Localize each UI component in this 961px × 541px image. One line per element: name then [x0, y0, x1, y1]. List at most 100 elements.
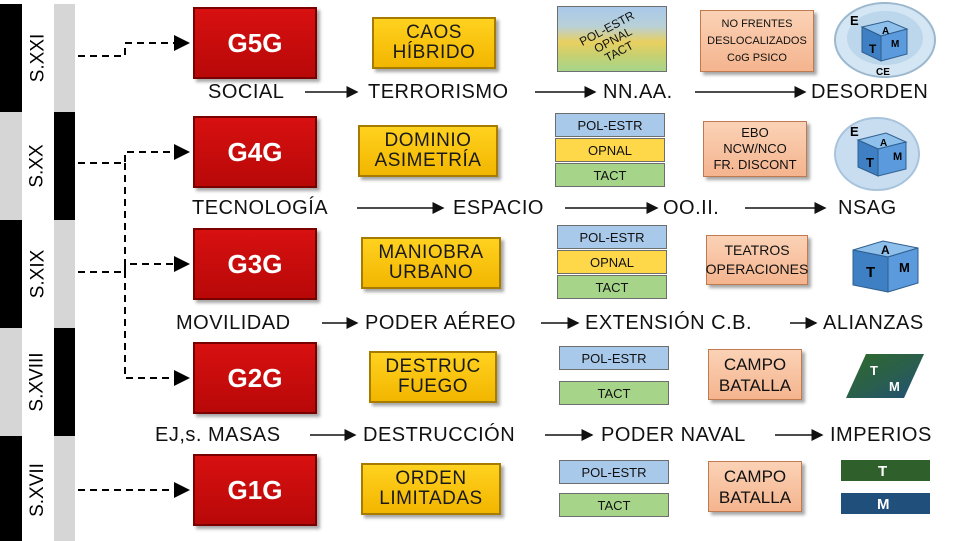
- level-label: OPNAL: [589, 254, 635, 270]
- century-label: S.XX: [27, 144, 48, 188]
- century-block-xxi: S.XXI: [0, 4, 75, 112]
- evolution-term: NN.AA.: [603, 81, 673, 103]
- battlefield-line: OPERACIONES: [705, 261, 809, 277]
- evolution-term: TERRORISMO: [368, 81, 509, 103]
- level-label: TACT: [593, 167, 627, 183]
- concept-line: DESTRUC: [385, 356, 481, 377]
- cube-icon-g3g: [852, 240, 919, 293]
- evolution-term: TECNOLOGÍA: [192, 197, 329, 219]
- dimension-letter: T: [878, 463, 887, 480]
- evolution-term: SOCIAL: [208, 81, 285, 103]
- generation-label: G2G: [227, 362, 283, 393]
- cyberspace-circle-icon: [834, 117, 920, 191]
- level-tact: TACT: [555, 163, 665, 187]
- concept-line: LIMITADAS: [379, 488, 483, 509]
- evolution-term: OO.II.: [663, 197, 720, 219]
- generation-box-g5g: G5G: [193, 7, 317, 79]
- level-label: TACT: [597, 385, 631, 401]
- century-label: S.XVII: [27, 463, 49, 517]
- dimension-letter: M: [893, 151, 902, 163]
- connector-xxi: [78, 35, 190, 57]
- connector-trunk: [124, 163, 190, 386]
- level-label: TACT: [597, 497, 631, 513]
- century-label: S.XXI: [27, 33, 49, 83]
- generation-label: G4G: [227, 136, 283, 167]
- dimension-letter: M: [891, 39, 899, 50]
- dimension-letter: T: [869, 42, 877, 56]
- level-pol-estr: POL-ESTR: [559, 460, 669, 484]
- level-pol-estr: POL-ESTR: [557, 225, 667, 249]
- cube-icon-g5g: [860, 20, 909, 62]
- level-box-diagonal-g5g: POL-ESTR OPNAL TACT: [557, 6, 667, 72]
- generation-box-g2g: G2G: [193, 342, 317, 414]
- battlefield-line: BATALLA: [718, 375, 792, 395]
- level-label: OPNAL: [587, 142, 633, 158]
- dimension-letter: A: [881, 243, 890, 257]
- dimension-letter: E: [850, 124, 859, 139]
- evolution-term: EXTENSIÓN C.B.: [585, 312, 753, 334]
- battlefield-line: TEATROS: [724, 242, 790, 258]
- terrain-sea-plane-icon: [846, 354, 924, 398]
- evolution-term: NSAG: [838, 197, 897, 219]
- dimension-letter: T: [866, 264, 875, 281]
- century-block-xix: S.XIX: [0, 220, 75, 328]
- evolution-term: MOVILIDAD: [176, 312, 291, 334]
- century-block-xvii: S.XVII: [0, 436, 75, 541]
- level-tact: TACT: [559, 493, 669, 517]
- generation-label: G3G: [227, 248, 283, 279]
- concept-line: FUEGO: [397, 376, 469, 397]
- generation-label: G1G: [227, 474, 283, 505]
- level-tact: TACT: [559, 381, 669, 405]
- evolution-term: DESTRUCCIÓN: [363, 424, 516, 446]
- level-opnal: OPNAL: [557, 250, 667, 274]
- battlefield-line: FR. DISCONT: [713, 157, 797, 172]
- level-pol-estr: POL-ESTR: [555, 113, 665, 137]
- century-strip: S.XXI S.XX S.XIX S.XVIII S.XVII: [0, 0, 75, 541]
- battlefield-line: DESLOCALIZADOS: [707, 34, 807, 47]
- battlefield-line: CAMPO: [723, 354, 787, 374]
- dimension-letter: CE: [876, 67, 890, 78]
- level-label: POL-ESTR: [577, 117, 643, 133]
- level-label: POL-ESTR: [581, 464, 647, 480]
- evolution-term: PODER AÉREO: [365, 312, 517, 334]
- evolution-term: ALIANZAS: [823, 312, 924, 334]
- dimension-letter: A: [882, 26, 889, 37]
- level-pol-estr: POL-ESTR: [559, 346, 669, 370]
- evolution-term: DESORDEN: [811, 81, 929, 103]
- evolution-term: ESPACIO: [453, 197, 544, 219]
- dimension-letter: T: [866, 155, 874, 170]
- battlefield-box-g3g: TEATROS OPERACIONES: [706, 235, 808, 285]
- battlefield-line: CAMPO: [723, 466, 787, 486]
- battlefield-line: NCW/NCO: [723, 141, 787, 156]
- dimension-letter: M: [889, 379, 900, 394]
- battlefield-line: NO FRENTES: [721, 17, 793, 30]
- concept-line: ASIMETRÍA: [374, 150, 482, 171]
- dimension-letter: E: [850, 13, 859, 28]
- connector-xx: [78, 144, 190, 164]
- generation-label: G5G: [227, 27, 283, 58]
- level-label: POL-ESTR: [579, 229, 645, 245]
- evolution-term: IMPERIOS: [830, 424, 932, 446]
- battlefield-line: EBO: [741, 125, 769, 140]
- evolution-term: PODER NAVAL: [601, 424, 746, 446]
- sea-bar-icon: [841, 493, 930, 514]
- level-label: POL-ESTR: [581, 350, 647, 366]
- generation-box-g4g: G4G: [193, 116, 317, 188]
- concept-line: MANIOBRA: [378, 242, 484, 263]
- dimension-letter: M: [877, 496, 890, 513]
- concept-line: HÍBRIDO: [392, 42, 476, 63]
- century-label: S.XVIII: [27, 352, 49, 412]
- century-label: S.XIX: [27, 249, 49, 299]
- battlefield-line: BATALLA: [718, 487, 792, 507]
- dimension-letter: M: [899, 260, 910, 275]
- dimension-letter: A: [880, 138, 887, 149]
- connector-xix: [78, 256, 190, 273]
- concept-line: ORDEN: [395, 468, 467, 489]
